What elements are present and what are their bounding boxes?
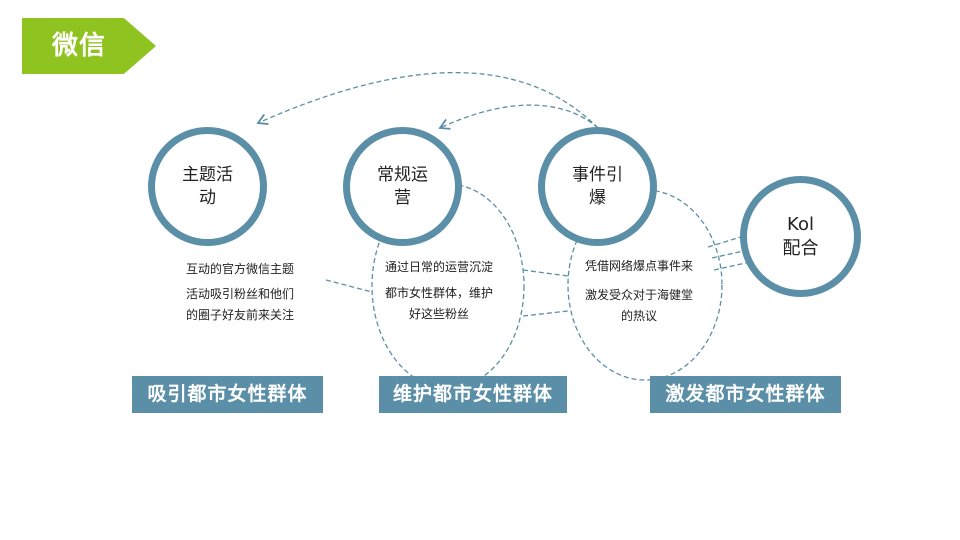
banner-maintain: 维护都市女性群体	[379, 376, 567, 413]
circle-kol: Kol 配合	[740, 176, 861, 297]
desc-event: 凭借网络爆点事件来 激发受众对于海健堂 的热议	[585, 258, 693, 324]
link-kol-3	[713, 261, 751, 271]
desc-event-line: 激发受众对于海健堂	[585, 288, 694, 302]
link-routine-event-1	[522, 269, 569, 277]
desc-event-line: 的热议	[621, 309, 658, 323]
link-kol-1	[707, 235, 745, 248]
desc-theme-line: 的圈子好友前来关注	[186, 308, 295, 322]
desc-routine: 通过日常的运营沉淀 都市女性群体，维护 好这些粉丝	[385, 259, 493, 322]
banner-activate: 激发都市女性群体	[650, 376, 841, 413]
desc-theme-line: 活动吸引粉丝和他们	[186, 287, 295, 301]
link-kol-2	[711, 249, 749, 259]
circle-event-trigger: 事件引 爆	[538, 127, 657, 246]
desc-routine-line: 都市女性群体，维护	[385, 286, 494, 300]
link-theme-routine	[325, 279, 373, 293]
ellipse-event	[567, 189, 723, 381]
desc-theme-line: 互动的官方微信主题	[186, 262, 295, 276]
desc-routine-line: 好这些粉丝	[409, 307, 470, 321]
wechat-tag-label: 微信	[52, 31, 107, 61]
link-routine-event-2	[522, 310, 569, 317]
arc-event-to-routine	[438, 104, 599, 130]
desc-event-line: 凭借网络爆点事件来	[585, 259, 694, 273]
desc-theme: 互动的官方微信主题 活动吸引粉丝和他们 的圈子好友前来关注	[186, 261, 294, 323]
arc-event-to-theme	[256, 71, 599, 129]
circle-routine-operation: 常规运 营	[343, 127, 462, 246]
wechat-tag: 微信	[22, 18, 156, 74]
desc-routine-line: 通过日常的运营沉淀	[385, 260, 494, 274]
banner-attract: 吸引都市女性群体	[132, 376, 323, 413]
circle-theme-activity: 主题活 动	[148, 127, 267, 246]
